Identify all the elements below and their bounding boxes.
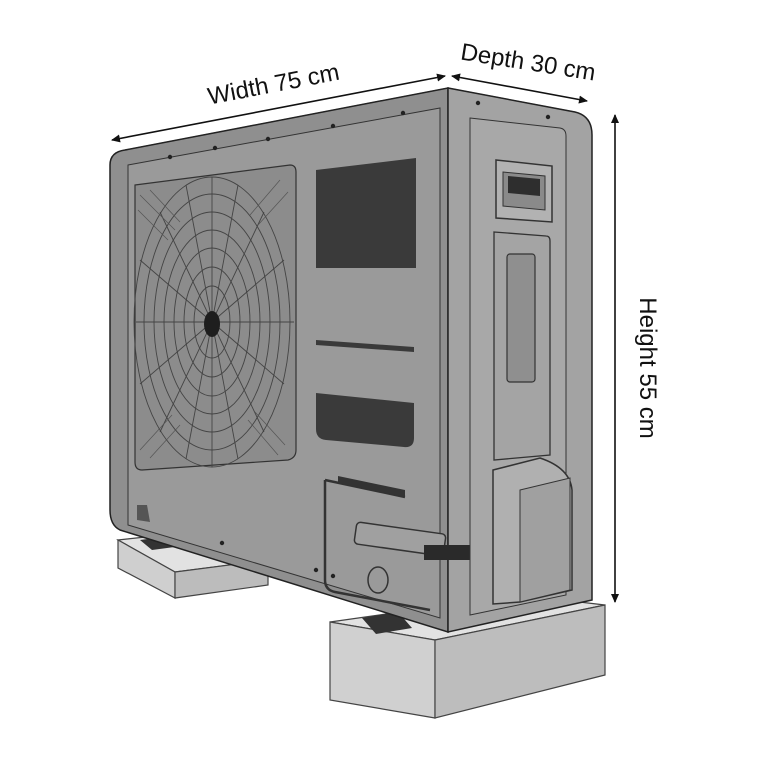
height-label: Height 55 cm [634, 297, 661, 438]
side-service-window [506, 253, 536, 383]
depth-arrow [451, 73, 588, 104]
height-dimension: Height 55 cm [611, 114, 661, 603]
upper-black-panel [316, 158, 416, 268]
fan-hub [204, 311, 220, 337]
side-strap [424, 545, 470, 560]
width-label: Width 75 cm [206, 59, 342, 111]
depth-label: Depth 30 cm [459, 39, 598, 87]
horizontal-slot [316, 340, 414, 352]
side-pipe-cover-face [519, 477, 571, 603]
middle-black-panel [316, 393, 414, 448]
drain-port [367, 566, 389, 594]
fan-grille [133, 164, 297, 471]
lower-slot [338, 476, 405, 497]
depth-dimension: Depth 30 cm [451, 39, 598, 104]
width-arrow [111, 73, 446, 143]
side-handle-grip [508, 176, 540, 196]
front-foot-tab [137, 505, 150, 522]
